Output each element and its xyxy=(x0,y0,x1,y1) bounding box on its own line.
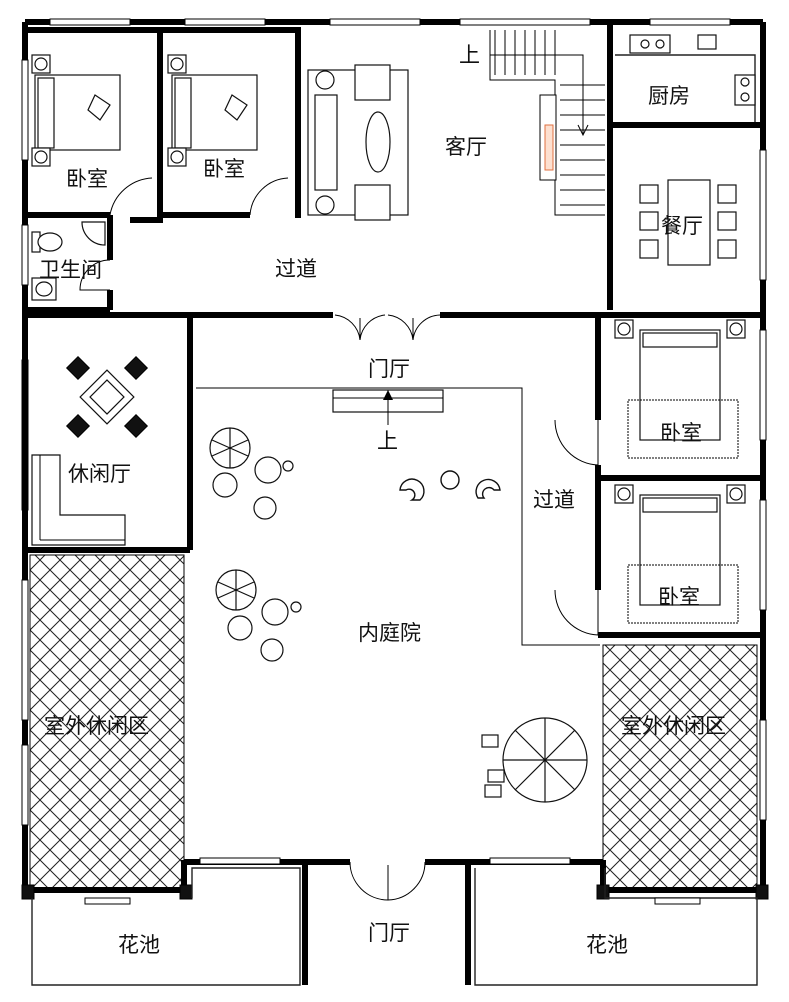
entry-steps xyxy=(332,389,444,425)
room-label-bedroom-4: 卧室 xyxy=(658,585,700,609)
outer-windows xyxy=(21,18,767,826)
bed-icon xyxy=(614,484,746,624)
outdoor-chairs-icon xyxy=(399,470,501,501)
room-label-entry-hall-bottom: 门厅 xyxy=(368,921,410,945)
tree-icon xyxy=(209,427,294,520)
room-label-corridor-right: 过道 xyxy=(533,488,575,512)
room-label-flower-bed-right: 花池 xyxy=(586,933,628,957)
bed-icon xyxy=(31,54,121,167)
room-label-flower-bed-left: 花池 xyxy=(118,933,160,957)
courtyard-edge xyxy=(196,387,600,646)
room-label-courtyard: 内庭院 xyxy=(358,621,421,645)
room-label-bedroom-1: 卧室 xyxy=(66,167,108,191)
outdoor-area-right-floor xyxy=(602,644,758,891)
sofa-icon xyxy=(307,64,409,221)
outdoor-area-left-floor xyxy=(29,554,185,891)
corner-sofa-icon xyxy=(31,454,126,546)
columns xyxy=(21,884,769,900)
room-label-outdoor-area-left: 室外休闲区 xyxy=(44,714,149,738)
stair-up-label: 上 xyxy=(459,43,480,67)
stairs-icon xyxy=(489,30,605,216)
room-label-living-room: 客厅 xyxy=(445,135,487,159)
toilet-icon xyxy=(31,221,106,301)
patio-umbrella-icon xyxy=(481,717,588,803)
room-label-bedroom-2: 卧室 xyxy=(203,157,245,181)
doors xyxy=(79,177,599,901)
bed-icon xyxy=(167,54,258,167)
room-label-corridor-top: 过道 xyxy=(275,257,317,281)
interior-walls xyxy=(22,22,763,985)
bed-icon xyxy=(614,319,746,459)
entry-up-label: 上 xyxy=(377,429,398,453)
room-label-dining-room: 餐厅 xyxy=(661,214,703,238)
fireplace-inner xyxy=(544,124,554,171)
room-label-bathroom: 卫生间 xyxy=(39,258,102,282)
flower-bed-outlines xyxy=(31,857,758,986)
room-label-bedroom-3: 卧室 xyxy=(660,421,702,445)
room-label-kitchen: 厨房 xyxy=(648,84,690,108)
kitchen-counter-icon xyxy=(615,34,756,122)
tree-icon xyxy=(215,569,302,662)
room-label-lounge: 休闲厅 xyxy=(68,462,131,486)
table-chairs-icon xyxy=(65,355,149,439)
room-label-entry-hall-center: 门厅 xyxy=(368,357,410,381)
room-label-outdoor-area-right: 室外休闲区 xyxy=(621,714,726,738)
dining-table-icon xyxy=(639,179,737,266)
